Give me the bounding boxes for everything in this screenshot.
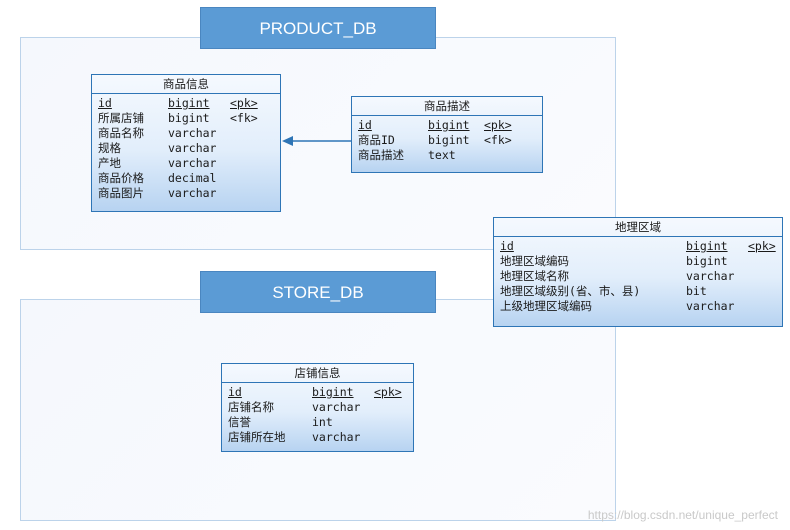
entity-field-row[interactable]: id bigint <pk>: [228, 385, 407, 400]
entity-field-row[interactable]: id bigint <pk>: [358, 118, 536, 133]
product-db-label: PRODUCT_DB: [200, 7, 436, 49]
field-name: 商品ID: [358, 133, 395, 147]
field-type: bigint: [168, 111, 210, 125]
field-type: decimal: [168, 171, 217, 185]
field-type: varchar: [168, 126, 217, 140]
field-key: <pk>: [230, 96, 258, 110]
entity-field-row[interactable]: 商品图片 varchar: [98, 186, 274, 201]
field-name: 产地: [98, 156, 121, 170]
field-name: 店铺所在地: [228, 430, 286, 444]
field-type: varchar: [168, 186, 217, 200]
entity-field-row[interactable]: 商品价格 decimal: [98, 171, 274, 186]
entity-field-row[interactable]: 地理区域级别(省、市、县) bit: [500, 284, 776, 299]
field-name: id: [358, 118, 372, 132]
field-type: varchar: [312, 400, 361, 414]
field-type: bigint: [428, 118, 470, 132]
field-name: id: [500, 239, 514, 253]
field-type: varchar: [686, 299, 735, 313]
entity-field-row[interactable]: 所属店铺 bigint <fk>: [98, 111, 274, 126]
entity-rows: id bigint <pk> 商品ID bigint <fk> 商品描述 text: [352, 116, 542, 163]
entity-field-row[interactable]: 地理区域名称 varchar: [500, 269, 776, 284]
entity-product-info[interactable]: 商品信息 id bigint <pk> 所属店铺 bigint <fk> 商品名称 varch…: [91, 74, 281, 212]
entity-field-row[interactable]: 商品描述 text: [358, 148, 536, 163]
field-type: text: [428, 148, 456, 162]
field-name: 地理区域编码: [500, 254, 569, 268]
entity-field-row[interactable]: 上级地理区域编码 varchar: [500, 299, 776, 314]
field-key: <pk>: [484, 118, 512, 132]
field-name: 上级地理区域编码: [500, 299, 592, 313]
field-type: bigint: [168, 96, 210, 110]
field-name: 所属店铺: [98, 111, 144, 125]
field-key: <pk>: [748, 239, 776, 253]
entity-rows: id bigint <pk> 店铺名称 varchar 信誉 int 店铺所在地 varchar: [222, 383, 413, 445]
field-type: bit: [686, 284, 707, 298]
entity-title: 商品描述: [352, 97, 542, 116]
field-name: 地理区域级别(省、市、县): [500, 284, 641, 298]
entity-field-row[interactable]: 规格 varchar: [98, 141, 274, 156]
field-key: <pk>: [374, 385, 402, 399]
field-type: bigint: [312, 385, 354, 399]
watermark: https://blog.csdn.net/unique_perfect: [587, 508, 778, 522]
entity-field-row[interactable]: 地理区域编码 bigint: [500, 254, 776, 269]
entity-title: 店铺信息: [222, 364, 413, 383]
field-name: 商品名称: [98, 126, 144, 140]
field-name: 地理区域名称: [500, 269, 569, 283]
field-name: 规格: [98, 141, 121, 155]
field-key: <fk>: [484, 133, 512, 147]
field-name: 商品图片: [98, 186, 144, 200]
connector-arrowhead: [282, 136, 293, 146]
entity-field-row[interactable]: id bigint <pk>: [500, 239, 776, 254]
field-type: int: [312, 415, 333, 429]
field-type: varchar: [686, 269, 735, 283]
entity-field-row[interactable]: 商品ID bigint <fk>: [358, 133, 536, 148]
store-db-label: STORE_DB: [200, 271, 436, 313]
entity-field-row[interactable]: id bigint <pk>: [98, 96, 274, 111]
entity-product-desc[interactable]: 商品描述 id bigint <pk> 商品ID bigint <fk> 商品描述 text: [351, 96, 543, 173]
entity-field-row[interactable]: 店铺名称 varchar: [228, 400, 407, 415]
entity-rows: id bigint <pk> 所属店铺 bigint <fk> 商品名称 varchar 规格 v…: [92, 94, 280, 201]
field-name: 店铺名称: [228, 400, 274, 414]
field-type: varchar: [168, 156, 217, 170]
field-type: varchar: [168, 141, 217, 155]
entity-title: 地理区域: [494, 218, 782, 237]
entity-title: 商品信息: [92, 75, 280, 94]
field-name: 商品价格: [98, 171, 144, 185]
field-type: bigint: [428, 133, 470, 147]
entity-store-info[interactable]: 店铺信息 id bigint <pk> 店铺名称 varchar 信誉 int 店铺所在地 va…: [221, 363, 414, 452]
field-key: <fk>: [230, 111, 258, 125]
entity-field-row[interactable]: 产地 varchar: [98, 156, 274, 171]
entity-field-row[interactable]: 信誉 int: [228, 415, 407, 430]
field-name: id: [228, 385, 242, 399]
field-type: bigint: [686, 254, 728, 268]
field-name: 商品描述: [358, 148, 404, 162]
field-name: 信誉: [228, 415, 251, 429]
entity-field-row[interactable]: 店铺所在地 varchar: [228, 430, 407, 445]
entity-region[interactable]: 地理区域 id bigint <pk> 地理区域编码 bigint 地理区域名称 varch…: [493, 217, 783, 327]
entity-field-row[interactable]: 商品名称 varchar: [98, 126, 274, 141]
field-type: bigint: [686, 239, 728, 253]
field-type: varchar: [312, 430, 361, 444]
field-name: id: [98, 96, 112, 110]
